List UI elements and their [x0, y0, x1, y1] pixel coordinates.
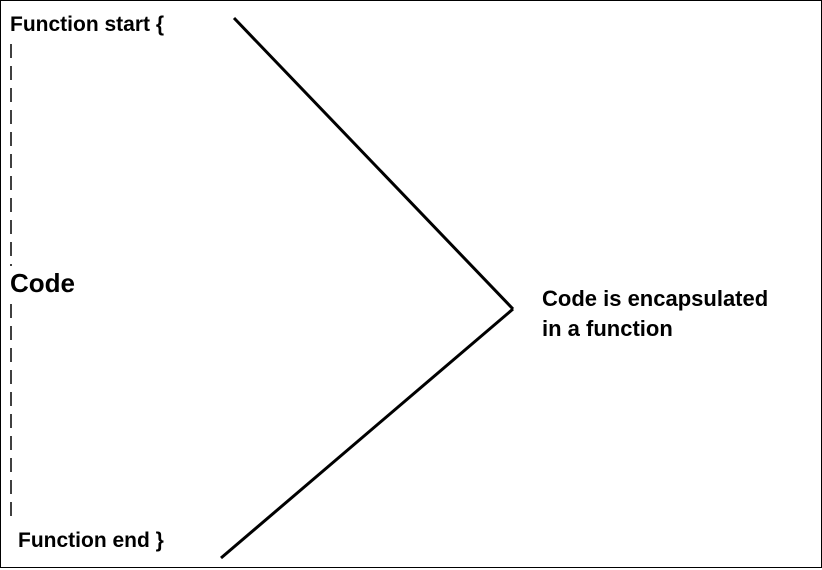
caption-line-1: Code is encapsulated: [542, 286, 769, 311]
function-start-label: Function start {: [10, 13, 165, 36]
function-end-label: Function end }: [18, 529, 164, 552]
code-label: Code: [10, 268, 75, 298]
encapsulation-caption: Code is encapsulated in a function: [542, 284, 768, 344]
lower-converging-line: [220, 307, 514, 560]
upper-converging-line: [232, 16, 515, 311]
caption-line-2: in a function: [542, 316, 673, 341]
